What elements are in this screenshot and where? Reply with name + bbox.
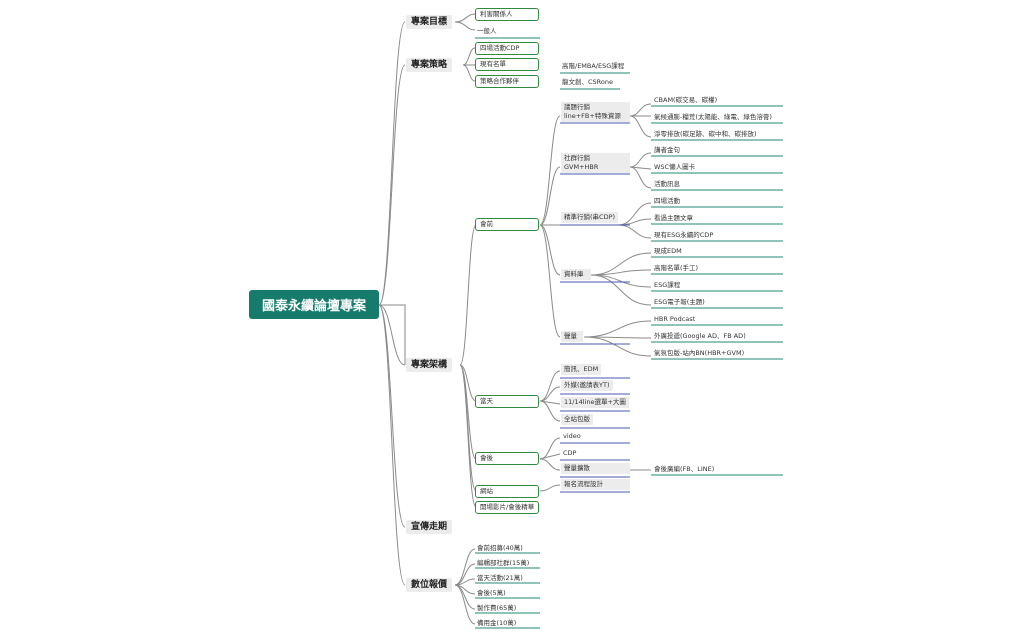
precise-leaf[interactable]: 現有ESG永續的CDP <box>654 231 714 239</box>
quote-item[interactable]: 當天活動(21萬) <box>477 574 523 582</box>
before-database[interactable]: 資料庫 <box>561 269 591 280</box>
topic-leaf[interactable]: 淨零排放(碳足跡、碳中和、碳排放) <box>654 130 757 138</box>
topic-leaf[interactable]: CBAM(碳交易、碳權) <box>654 96 718 104</box>
before-volume[interactable]: 聲量 <box>561 331 583 342</box>
quote-item[interactable]: 編輯部社群(15萬) <box>477 559 530 567</box>
volume-leaf[interactable]: 氣氛包版-站內BN(HBR+GVM) <box>654 349 745 357</box>
root-node[interactable]: 國泰永續論壇專案 <box>249 290 379 319</box>
topic-leaf[interactable]: 氣候通膨-糧荒(太陽能、綠電、綠色溶膏) <box>654 113 772 121</box>
before-topic-marketing[interactable]: 議題行銷 line+FB+特殊資源 <box>561 102 630 122</box>
social-leaf[interactable]: 活動訊息 <box>654 180 680 188</box>
after-item[interactable]: CDP <box>563 449 577 457</box>
volume-leaf[interactable]: 外廣投遞(Google AD、FB AD) <box>654 332 746 340</box>
before-social-marketing[interactable]: 社群行銷 GVM+HBR <box>561 153 630 173</box>
structure-day[interactable]: 當天 <box>475 395 539 408</box>
volume-leaf[interactable]: HBR Podcast <box>654 315 696 323</box>
structure-website[interactable]: 網站 <box>475 485 539 498</box>
after-item[interactable]: 聲量擴散 <box>561 463 630 474</box>
social-leaf[interactable]: WSC懶人圖卡 <box>654 163 696 171</box>
strategy-item[interactable]: 四場活動CDP <box>475 42 539 55</box>
structure-before[interactable]: 會前 <box>475 218 539 231</box>
website-note[interactable]: 報名流程設計 <box>561 479 630 490</box>
before-precise-marketing[interactable]: 精準行銷(串CDP) <box>561 212 618 223</box>
precise-leaf[interactable]: 看過主題文章 <box>654 214 693 222</box>
structure-opening-video[interactable]: 開場影片/會後精華 <box>475 501 539 514</box>
day-item[interactable]: 11/14line選單+大圖 <box>561 397 629 408</box>
precise-leaf[interactable]: 四場活動 <box>654 197 680 205</box>
goal-item[interactable]: 利害關係人 <box>475 8 539 21</box>
branch-project-goal[interactable]: 專案目標 <box>406 15 453 29</box>
after-note[interactable]: 會後廣編(FB、LINE) <box>654 465 715 473</box>
social-leaf[interactable]: 講者金句 <box>654 146 680 154</box>
branch-promotion-period[interactable]: 宣傳走期 <box>406 520 453 534</box>
strategy-item[interactable]: 現有名單 <box>475 58 539 71</box>
quote-item[interactable]: 備用金(10萬) <box>477 619 517 627</box>
database-leaf[interactable]: ESG電子報(主題) <box>654 298 705 306</box>
strategy-item[interactable]: 策略合作夥伴 <box>475 75 539 88</box>
structure-after[interactable]: 會後 <box>475 452 539 465</box>
strategy-note[interactable]: 高階/EMBA/ESG課程 <box>562 62 625 70</box>
database-leaf[interactable]: 現成EDM <box>654 247 682 255</box>
branch-project-strategy[interactable]: 專案策略 <box>406 58 453 72</box>
goal-item[interactable]: 一般人 <box>477 27 497 35</box>
quote-item[interactable]: 會前招募(40萬) <box>477 544 523 552</box>
database-leaf[interactable]: ESG課程 <box>654 281 681 289</box>
database-leaf[interactable]: 高階名單(手工) <box>654 264 699 272</box>
strategy-note[interactable]: 龍文創、CSRone <box>562 78 613 86</box>
branch-digital-quote[interactable]: 數位報價 <box>406 578 453 592</box>
day-item[interactable]: 全站包版 <box>561 414 593 425</box>
after-item[interactable]: video <box>563 432 581 440</box>
quote-item[interactable]: 製作費(65萬) <box>477 604 517 612</box>
day-item[interactable]: 外媒(邀請表YT) <box>561 380 613 391</box>
day-item[interactable]: 簡訊、EDM <box>561 364 602 375</box>
quote-item[interactable]: 會後(5萬) <box>477 589 506 597</box>
branch-project-structure[interactable]: 專案架構 <box>406 358 453 372</box>
